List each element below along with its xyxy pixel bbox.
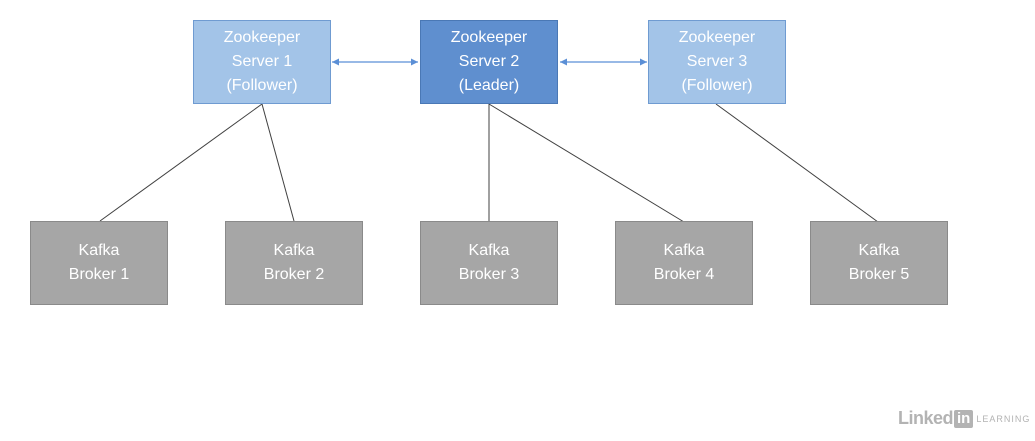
kafka-broker-2: Kafka Broker 2 xyxy=(225,221,363,305)
broker-label-line1: Kafka xyxy=(273,242,315,259)
broker-label-line1: Kafka xyxy=(663,242,705,259)
linkedin-learning-logo: Linked in LEARNING xyxy=(898,408,1030,429)
zk-role: (Follower) xyxy=(681,77,753,94)
zk-label-line1: Zookeeper xyxy=(678,29,756,46)
broker-label-line2: Broker 1 xyxy=(68,266,130,283)
link-zk2-broker4 xyxy=(488,103,685,223)
broker-label-line2: Broker 3 xyxy=(458,266,520,283)
broker-label-line2: Broker 5 xyxy=(848,266,910,283)
kafka-broker-1: Kafka Broker 1 xyxy=(30,221,168,305)
zookeeper-server-2: Zookeeper Server 2 (Leader) xyxy=(420,20,558,104)
zookeeper-server-3: Zookeeper Server 3 (Follower) xyxy=(648,20,786,104)
broker-label-line1: Kafka xyxy=(468,242,510,259)
zk-label-line1: Zookeeper xyxy=(223,29,301,46)
zk-role: (Leader) xyxy=(458,77,520,94)
link-zk3-broker5 xyxy=(715,103,879,223)
logo-word: Linked xyxy=(898,408,954,428)
logo-in-box: in xyxy=(954,409,974,428)
kafka-broker-4: Kafka Broker 4 xyxy=(615,221,753,305)
zk-label-line2: Server 1 xyxy=(231,53,293,70)
zookeeper-server-1: Zookeeper Server 1 (Follower) xyxy=(193,20,331,104)
link-zk1-broker2 xyxy=(261,103,295,222)
zk-label-line2: Server 2 xyxy=(458,53,520,70)
zk-label-line1: Zookeeper xyxy=(450,29,528,46)
zk-role: (Follower) xyxy=(226,77,298,94)
broker-label-line1: Kafka xyxy=(858,242,900,259)
zk-label-line2: Server 3 xyxy=(686,53,748,70)
logo-learning: LEARNING xyxy=(976,413,1031,424)
kafka-broker-5: Kafka Broker 5 xyxy=(810,221,948,305)
broker-label-line2: Broker 2 xyxy=(263,266,325,283)
broker-label-line1: Kafka xyxy=(78,242,120,259)
kafka-broker-3: Kafka Broker 3 xyxy=(420,221,558,305)
link-zk1-broker1 xyxy=(99,103,263,222)
broker-label-line2: Broker 4 xyxy=(653,266,715,283)
